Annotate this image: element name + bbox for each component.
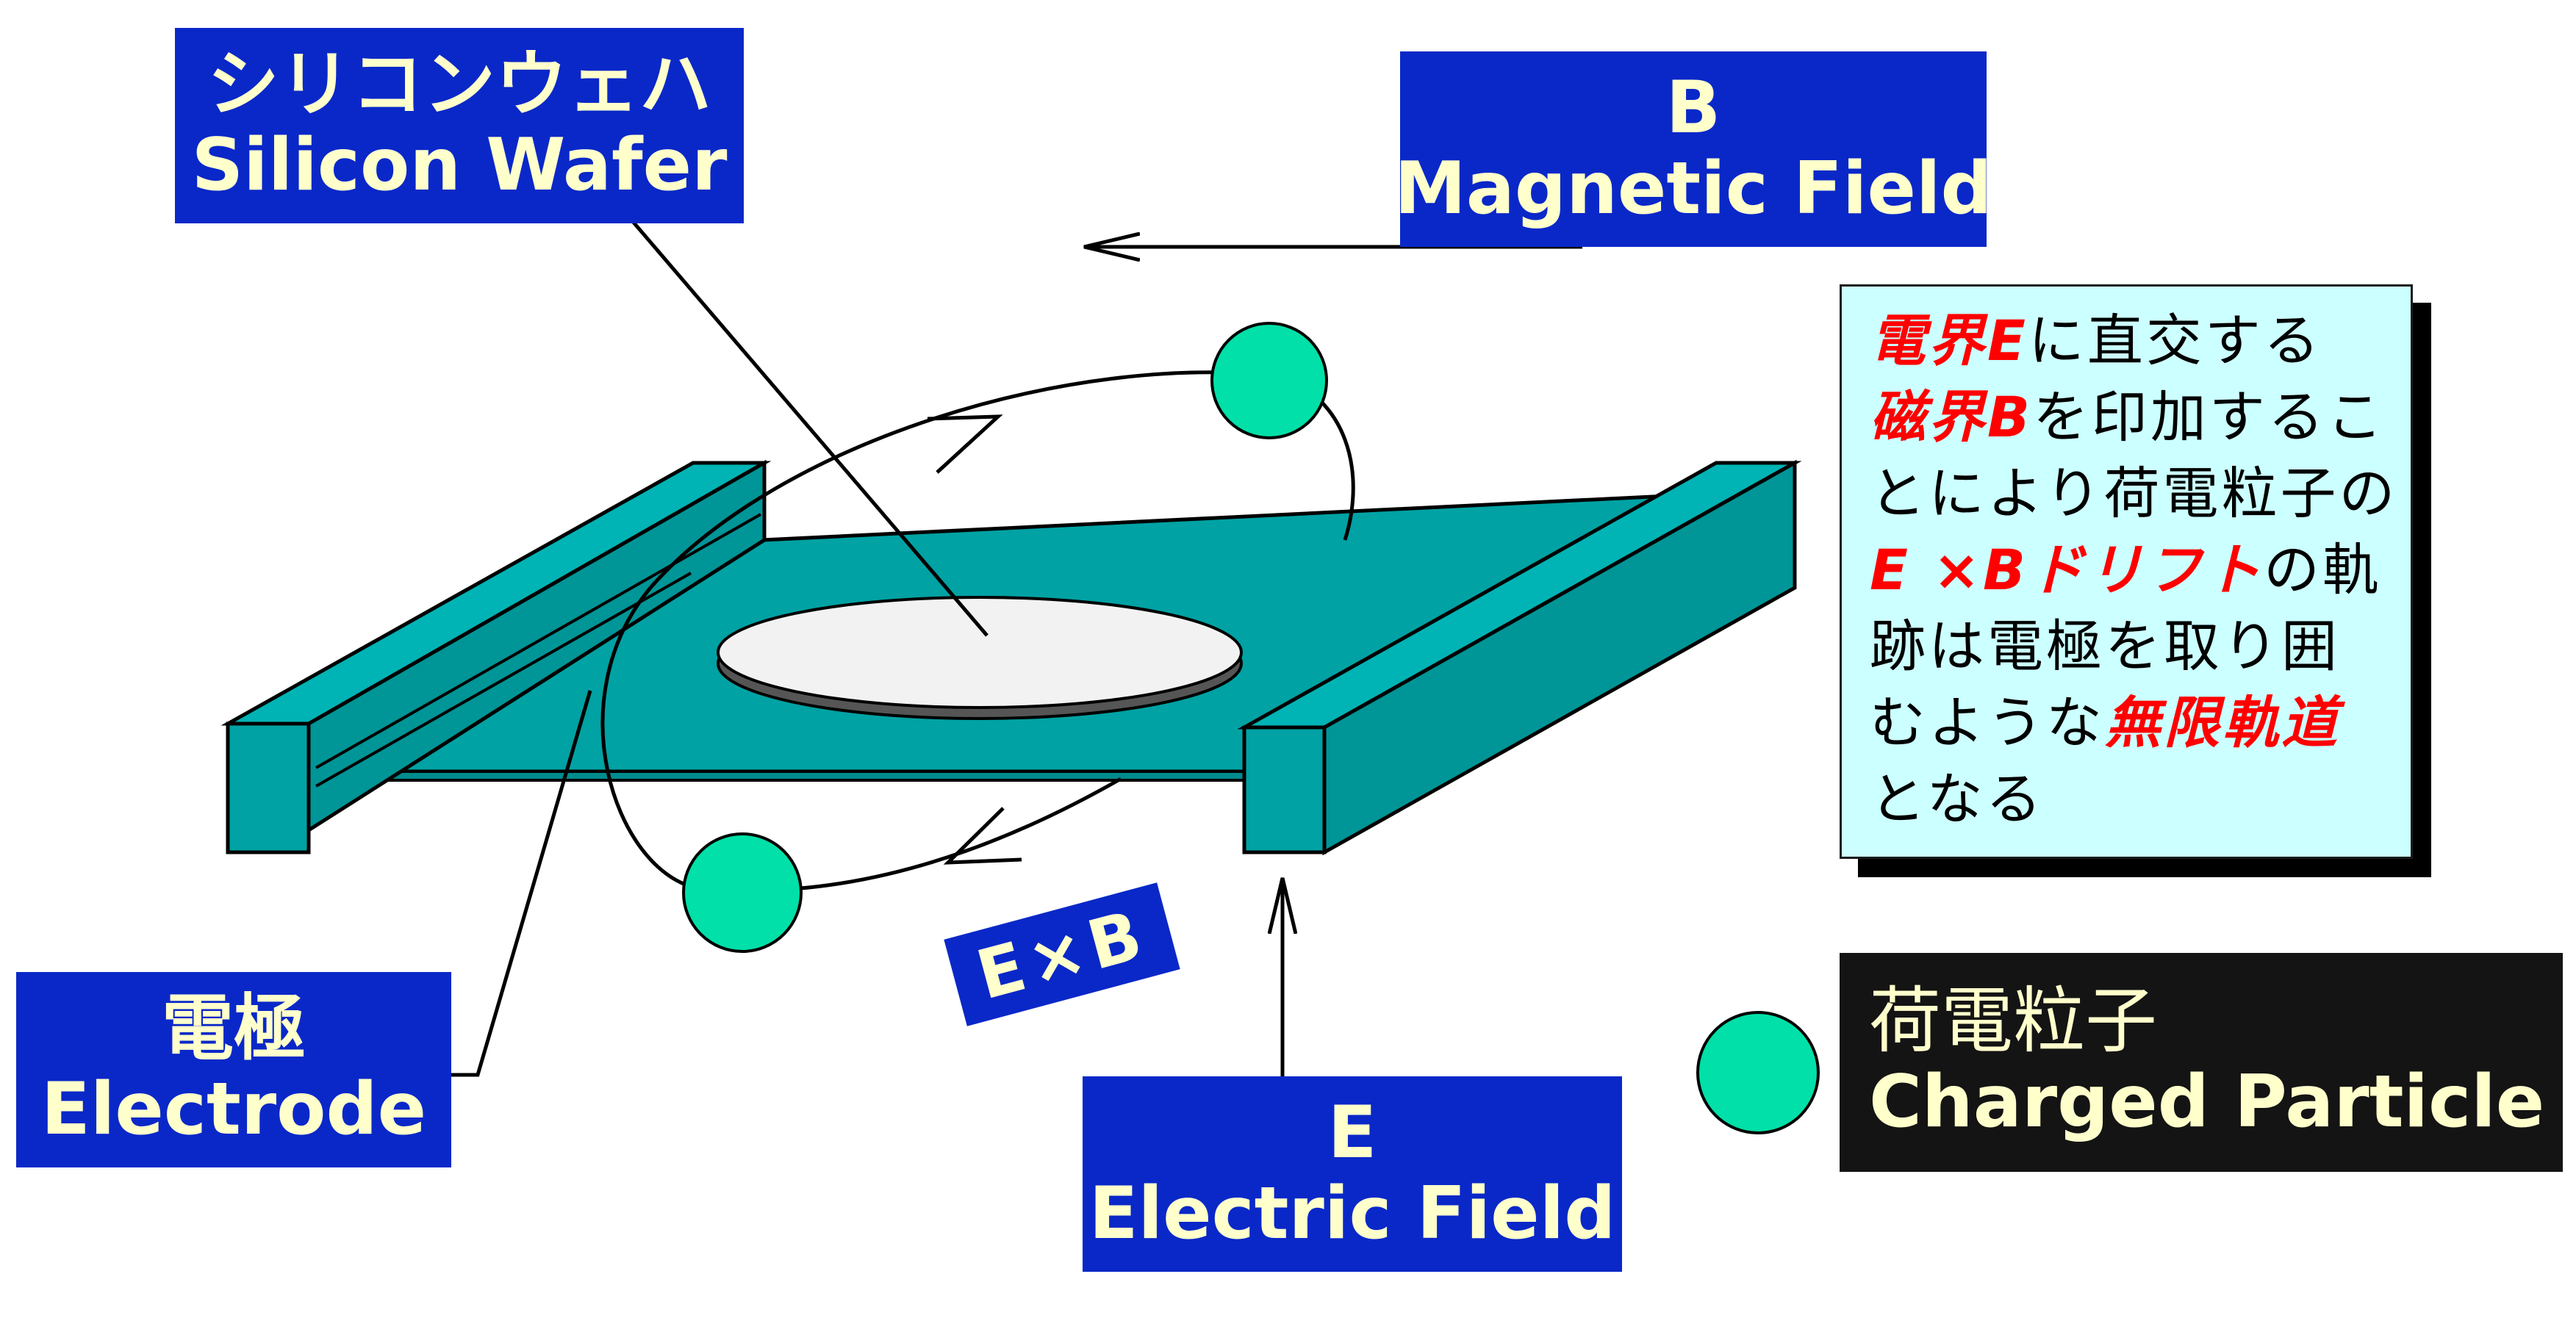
electric-field-symbol: E	[1327, 1091, 1377, 1176]
wafer-surface	[717, 596, 1243, 709]
charged-particle-label-jp: 荷電粒子	[1869, 979, 2158, 1064]
charged-particle-bottom	[682, 832, 803, 953]
electrode-label: 電極 Electrode	[16, 972, 451, 1167]
magnetic-field-label: B Magnetic Field	[1394, 51, 1992, 247]
silicon-wafer-label-jp: シリコンウェハ	[207, 43, 711, 127]
orbit-arrow-bottom	[943, 807, 1022, 865]
note-text: むような	[1870, 690, 2105, 755]
electrode-label-en: Electrode	[40, 1068, 427, 1151]
note-line-7: となる	[1870, 766, 2045, 832]
silicon-wafer-label: シリコンウェハ Silicon Wafer	[175, 28, 744, 223]
electrode-plate-edge	[309, 770, 1246, 782]
silicon-wafer-label-en: Silicon Wafer	[191, 123, 728, 207]
orbit-arrow-top	[927, 414, 1003, 474]
charged-particle-legend: 荷電粒子 Charged Particle	[1840, 953, 2563, 1172]
explanation-note: 電界Eに直交する 磁界Bを印加するこ とにより荷電粒子の E ×Bドリフトの軌 …	[1840, 284, 2413, 859]
charged-particle-top	[1210, 322, 1328, 439]
electric-field-label-en: Electric Field	[1088, 1172, 1616, 1256]
note-line-1: 電界Eに直交する	[1870, 303, 2392, 379]
note-line-3: とにより荷電粒子の	[1870, 461, 2398, 526]
charged-particle-legend-icon	[1696, 1011, 1820, 1134]
left-rail-groove	[315, 513, 761, 769]
right-rail-front	[1242, 725, 1327, 854]
magnetic-field-symbol: B	[1665, 66, 1721, 151]
note-emphasis-magnetic-field: 磁界B	[1870, 384, 2033, 450]
left-rail-groove-2	[315, 572, 692, 788]
electric-field-label: E Electric Field	[1083, 1076, 1622, 1272]
note-line-5: 跡は電極を取り囲	[1870, 613, 2340, 679]
note-line-4: E ×Bドリフトの軌	[1870, 532, 2392, 608]
note-emphasis-infinite-orbit: 無限軌道	[2105, 690, 2340, 755]
note-emphasis-electric-field: 電界E	[1870, 308, 2028, 373]
note-line-6: むような無限軌道	[1870, 685, 2392, 761]
electrode-label-jp: 電極	[161, 987, 306, 1071]
note-text: に直交する	[2028, 308, 2322, 373]
note-emphasis-exb-drift: E ×Bドリフト	[1870, 537, 2264, 602]
note-line-2: 磁界Bを印加するこ	[1870, 379, 2392, 456]
magnetic-field-label-en: Magnetic Field	[1394, 147, 1992, 231]
note-text: を印加するこ	[2032, 384, 2386, 450]
left-rail-front	[226, 721, 311, 854]
wafer-leader-line	[629, 217, 989, 637]
charged-particle-label-en: Charged Particle	[1869, 1060, 2545, 1144]
note-text: の軌	[2263, 537, 2381, 602]
